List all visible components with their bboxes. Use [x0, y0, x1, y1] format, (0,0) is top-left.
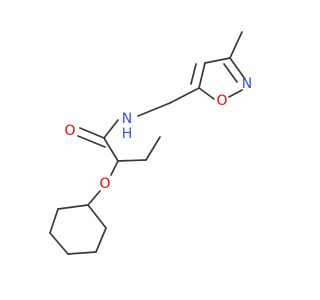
ring-c3-n-bond: [229, 57, 246, 80]
ring-c5-c4-bond: [198, 62, 206, 89]
cyclohexane-bond-5: [95, 227, 107, 253]
cyclohexane-bond-6: [87, 204, 107, 229]
ring-ch2-bond: [169, 87, 200, 104]
isoxazole-nitrogen-label: N: [242, 76, 252, 92]
nh-carbonyl-bond: [103, 119, 119, 139]
carbonyl-oxygen-label: O: [64, 123, 75, 139]
ether-oxygen-label: O: [99, 176, 110, 192]
cyclohexane-bond-1: [57, 204, 89, 210]
cyclohexane-bond-2: [49, 208, 59, 234]
carbonyl-double-bond: [77, 135, 106, 148]
ether-cyclohexyl-bond: [87, 190, 101, 206]
ring-c4-c3-bond: [204, 57, 231, 64]
isoxazole-oxygen-label: O: [216, 93, 227, 109]
bond-layer: [49, 31, 246, 255]
amide-nitrogen-label: N: [122, 111, 132, 127]
molecule-canvas: O N H N O O: [49, 31, 252, 255]
ethyl-methyl-bond: [145, 136, 161, 161]
ch2-nh-bond: [137, 102, 171, 117]
alpha-ethyl-bond: [117, 159, 147, 162]
ring-n-o-bond: [228, 89, 243, 98]
ring-c5-c4-double-bond: [190, 63, 197, 85]
carbonyl-alpha-bond: [103, 137, 119, 162]
cyclohexane-bond-3: [49, 232, 69, 255]
atom-label-layer: O N H N O O: [64, 76, 252, 192]
ring-c3-n-double-bond: [223, 63, 238, 83]
molecule-structure: O N H N O O: [49, 31, 252, 255]
cyclohexane-bond-4: [67, 251, 97, 255]
ring-o-c5-bond: [198, 87, 215, 100]
amide-hydrogen-label: H: [122, 126, 133, 142]
alpha-ether-bond: [110, 160, 119, 176]
carbonyl-bond: [79, 127, 105, 139]
methyl-bond: [229, 31, 243, 59]
